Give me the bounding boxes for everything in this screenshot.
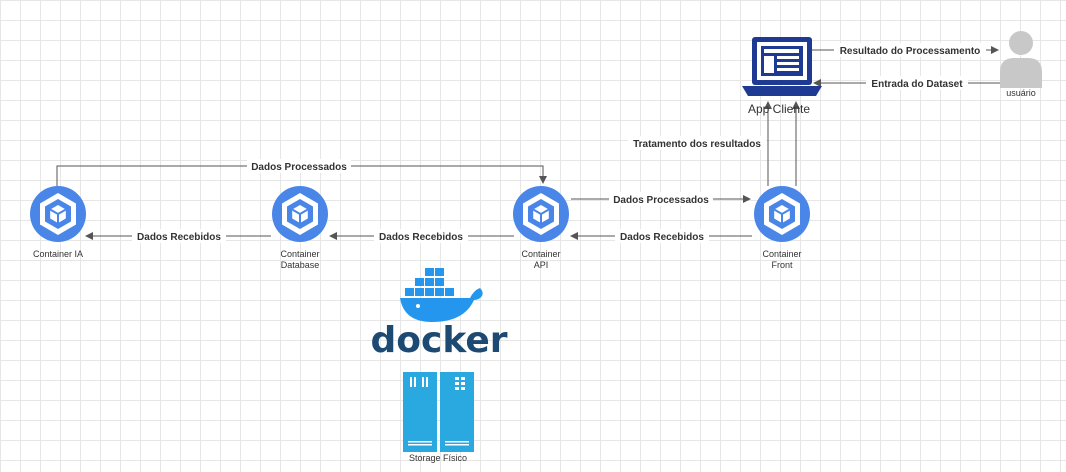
node-label-storage: Storage Físico <box>409 453 467 463</box>
edge-label-front-to-api: Dados Recebidos <box>620 232 704 243</box>
edge-label-front-to-app: Tratamento dos resultados <box>633 139 761 150</box>
docker-wordmark: docker <box>371 320 508 361</box>
node-label-usuario: usuário <box>1006 88 1036 98</box>
node-storage: Storage Físico <box>403 372 474 463</box>
edge-usuario-to-app: Entrada do Dataset <box>813 76 1000 90</box>
node-docker: docker <box>371 268 508 361</box>
edge-app-to-usuario: Resultado do Processamento <box>812 43 999 57</box>
edge-label-ia-to-api: Dados Processados <box>251 162 347 173</box>
edge-label-database-to-ia: Dados Recebidos <box>137 232 221 243</box>
edge-label-api-to-front: Dados Processados <box>613 195 709 206</box>
node-label-container-front-1: Container <box>762 249 801 259</box>
node-label-container-api-1: Container <box>521 249 560 259</box>
edge-front-to-api: Dados Recebidos <box>570 229 752 243</box>
edge-database-to-ia: Dados Recebidos <box>85 229 271 243</box>
node-label-app-cliente: App Cliente <box>748 102 810 116</box>
server-rack-icon <box>403 372 474 452</box>
node-usuario: usuário <box>1000 31 1042 98</box>
node-label-container-database-2: Database <box>281 260 320 270</box>
node-label-container-ia: Container IA <box>33 249 83 259</box>
laptop-app-icon <box>742 37 822 96</box>
node-label-container-api-2: API <box>534 260 549 270</box>
person-icon <box>1000 31 1042 88</box>
node-container-ia: Container IA <box>29 185 87 259</box>
cube-hexagon-icon <box>29 185 87 243</box>
cube-hexagon-icon <box>512 185 570 243</box>
node-container-front: Container Front <box>753 185 811 270</box>
node-label-container-database-1: Container <box>280 249 319 259</box>
edge-api-to-database: Dados Recebidos <box>329 229 514 243</box>
edge-label-api-to-database: Dados Recebidos <box>379 232 463 243</box>
docker-whale-icon <box>400 268 483 322</box>
edge-api-to-front: Dados Processados <box>571 192 751 206</box>
node-app-cliente: App Cliente <box>742 37 822 116</box>
edge-front-to-app: Tratamento dos resultados <box>628 101 800 186</box>
edge-ia-to-api: Dados Processados <box>56 159 547 186</box>
cube-hexagon-icon <box>753 185 811 243</box>
node-label-container-front-2: Front <box>771 260 793 270</box>
node-container-database: Container Database <box>271 185 329 270</box>
node-container-api: Container API <box>512 185 570 270</box>
edge-label-usuario-to-app: Entrada do Dataset <box>871 79 963 90</box>
cube-hexagon-icon <box>271 185 329 243</box>
edge-label-app-to-usuario: Resultado do Processamento <box>840 46 981 57</box>
